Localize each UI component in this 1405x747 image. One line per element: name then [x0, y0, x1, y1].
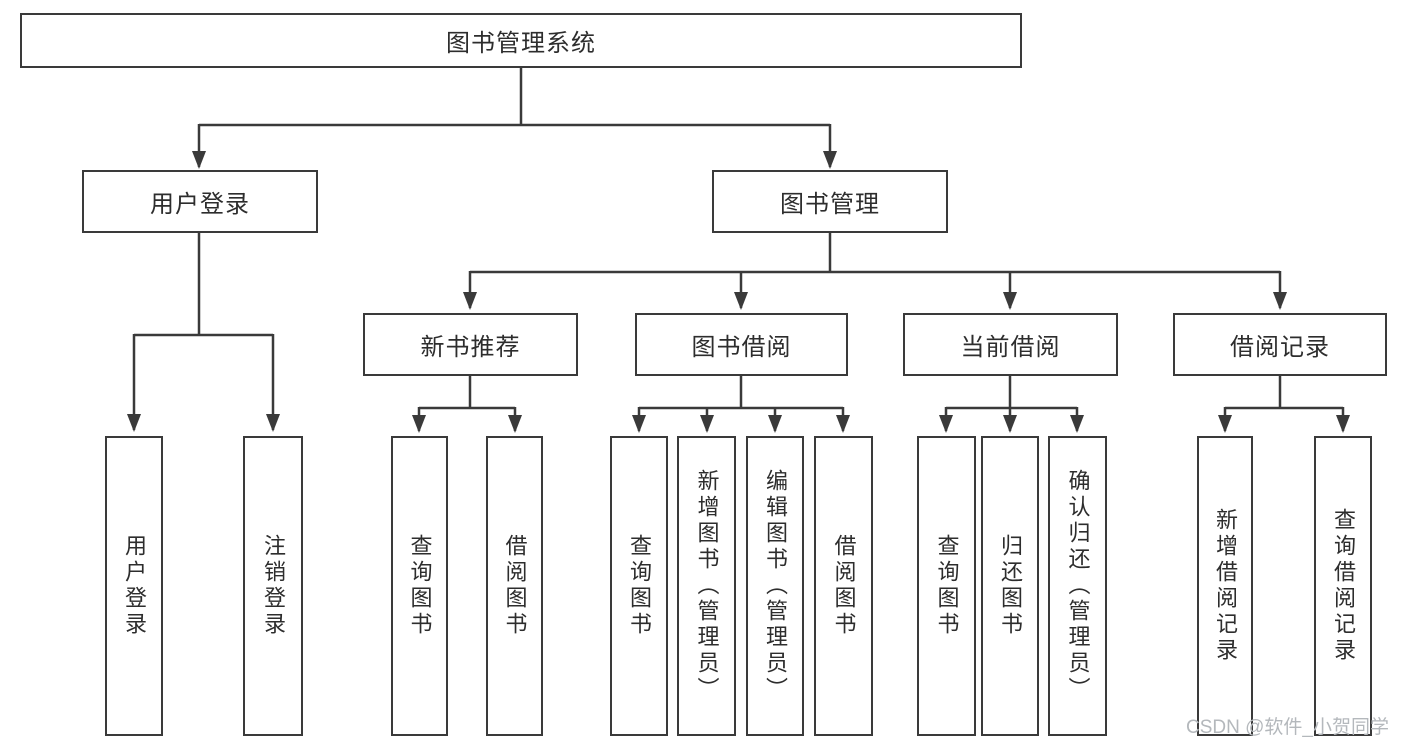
leaf-label: 新增借阅记录: [1213, 508, 1238, 664]
leaf-label: 用户登录: [122, 534, 147, 638]
leaf-label: 编辑图书（管理员）: [763, 469, 788, 703]
leaf-add-borrow-record: 新增借阅记录: [1197, 436, 1253, 736]
leaf-label: 查询图书: [407, 534, 433, 638]
node-label: 图书管理: [780, 191, 880, 218]
leaf-return-books: 归还图书: [981, 436, 1039, 736]
leaf-add-books-admin: 新增图书（管理员）: [677, 436, 736, 736]
leaf-logout: 注销登录: [243, 436, 303, 736]
leaf-label: 归还图书: [998, 534, 1023, 638]
leaf-label: 注销登录: [261, 534, 286, 638]
node-book-borrowing: 图书借阅: [635, 313, 848, 376]
node-book-management: 图书管理: [712, 170, 948, 233]
leaf-label: 查询图书: [934, 534, 960, 638]
node-borrowing-records: 借阅记录: [1173, 313, 1387, 376]
node-label: 当前借阅: [960, 334, 1061, 361]
leaf-query-books-newbook: 查询图书: [391, 436, 448, 736]
leaf-label: 新增图书（管理员）: [694, 469, 720, 703]
node-library-management-system: 图书管理系统: [20, 13, 1022, 68]
leaf-query-books-borrowing: 查询图书: [610, 436, 668, 736]
leaf-label: 确认归还（管理员）: [1065, 469, 1091, 703]
leaf-borrow-books-borrowing: 借阅图书: [814, 436, 873, 736]
node-current-borrowing: 当前借阅: [903, 313, 1118, 376]
node-label: 借阅记录: [1230, 334, 1330, 361]
node-label: 新书推荐: [420, 334, 521, 361]
csdn-watermark: CSDN @软件_小贺同学: [1186, 717, 1389, 738]
node-user-login: 用户登录: [82, 170, 318, 233]
node-label: 用户登录: [150, 191, 250, 218]
node-label: 图书借阅: [691, 334, 792, 361]
leaf-borrow-books-newbook: 借阅图书: [486, 436, 543, 736]
leaf-label: 借阅图书: [831, 534, 857, 638]
leaf-label: 查询借阅记录: [1331, 508, 1356, 664]
leaf-user-login: 用户登录: [105, 436, 163, 736]
leaf-edit-books-admin: 编辑图书（管理员）: [746, 436, 804, 736]
leaf-label: 查询图书: [627, 534, 652, 638]
leaf-label: 借阅图书: [502, 534, 528, 638]
node-label: 图书管理系统: [446, 30, 596, 57]
node-new-book-recommendation: 新书推荐: [363, 313, 578, 376]
leaf-query-books-current: 查询图书: [917, 436, 976, 736]
leaf-confirm-return-admin: 确认归还（管理员）: [1048, 436, 1107, 736]
leaf-query-borrow-record: 查询借阅记录: [1314, 436, 1372, 736]
